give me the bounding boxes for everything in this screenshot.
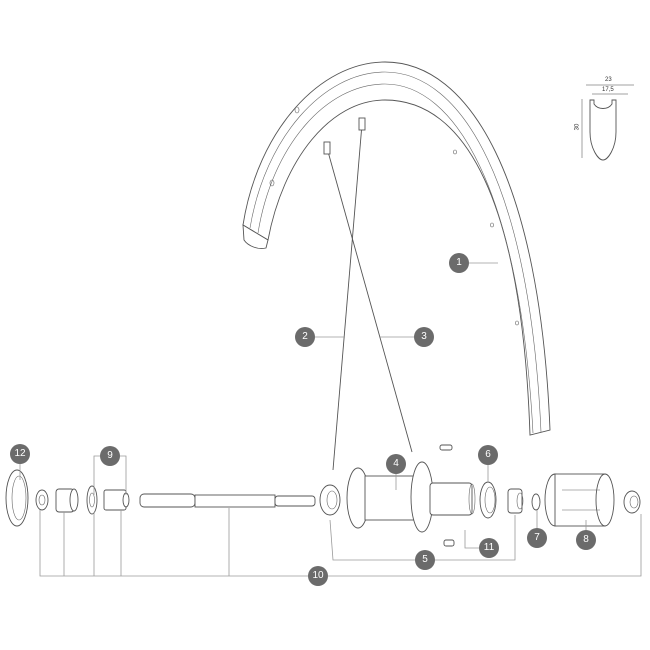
axle [139,493,316,508]
end-cap [623,490,641,514]
washer [531,493,541,511]
callout-7-washer: 7 [527,528,547,548]
callout-3-spoke: 3 [414,327,434,347]
callout-5-bearings: 5 [415,550,435,570]
callout-9-adapter: 9 [100,446,120,466]
axle-end-parts [35,485,130,515]
freehub-body [544,473,615,527]
callout-12-lockring: 12 [10,444,30,464]
callout-4-hub-body: 4 [386,454,406,474]
callout-1-rim: 1 [449,253,469,273]
rim-profile-section [581,84,634,161]
callout-6-seal-ring: 6 [478,445,498,465]
callout-2-spoke: 2 [295,327,315,347]
seal-ring [479,481,497,519]
spokes [323,117,413,471]
leader-lines [19,262,642,577]
rim-height: 30 [574,123,581,131]
bearing-left [319,484,341,516]
callout-8-freehub: 8 [576,530,596,550]
rim-outer-width: 23 [605,77,612,83]
rim [242,61,551,436]
bearing-right [507,488,524,514]
rim-inner-width: 17,5 [602,87,614,93]
callout-11-disc-bolts: 11 [479,538,499,558]
hub-body [346,444,476,547]
callout-10-axle-kit: 10 [308,566,328,586]
lockring [5,469,29,527]
